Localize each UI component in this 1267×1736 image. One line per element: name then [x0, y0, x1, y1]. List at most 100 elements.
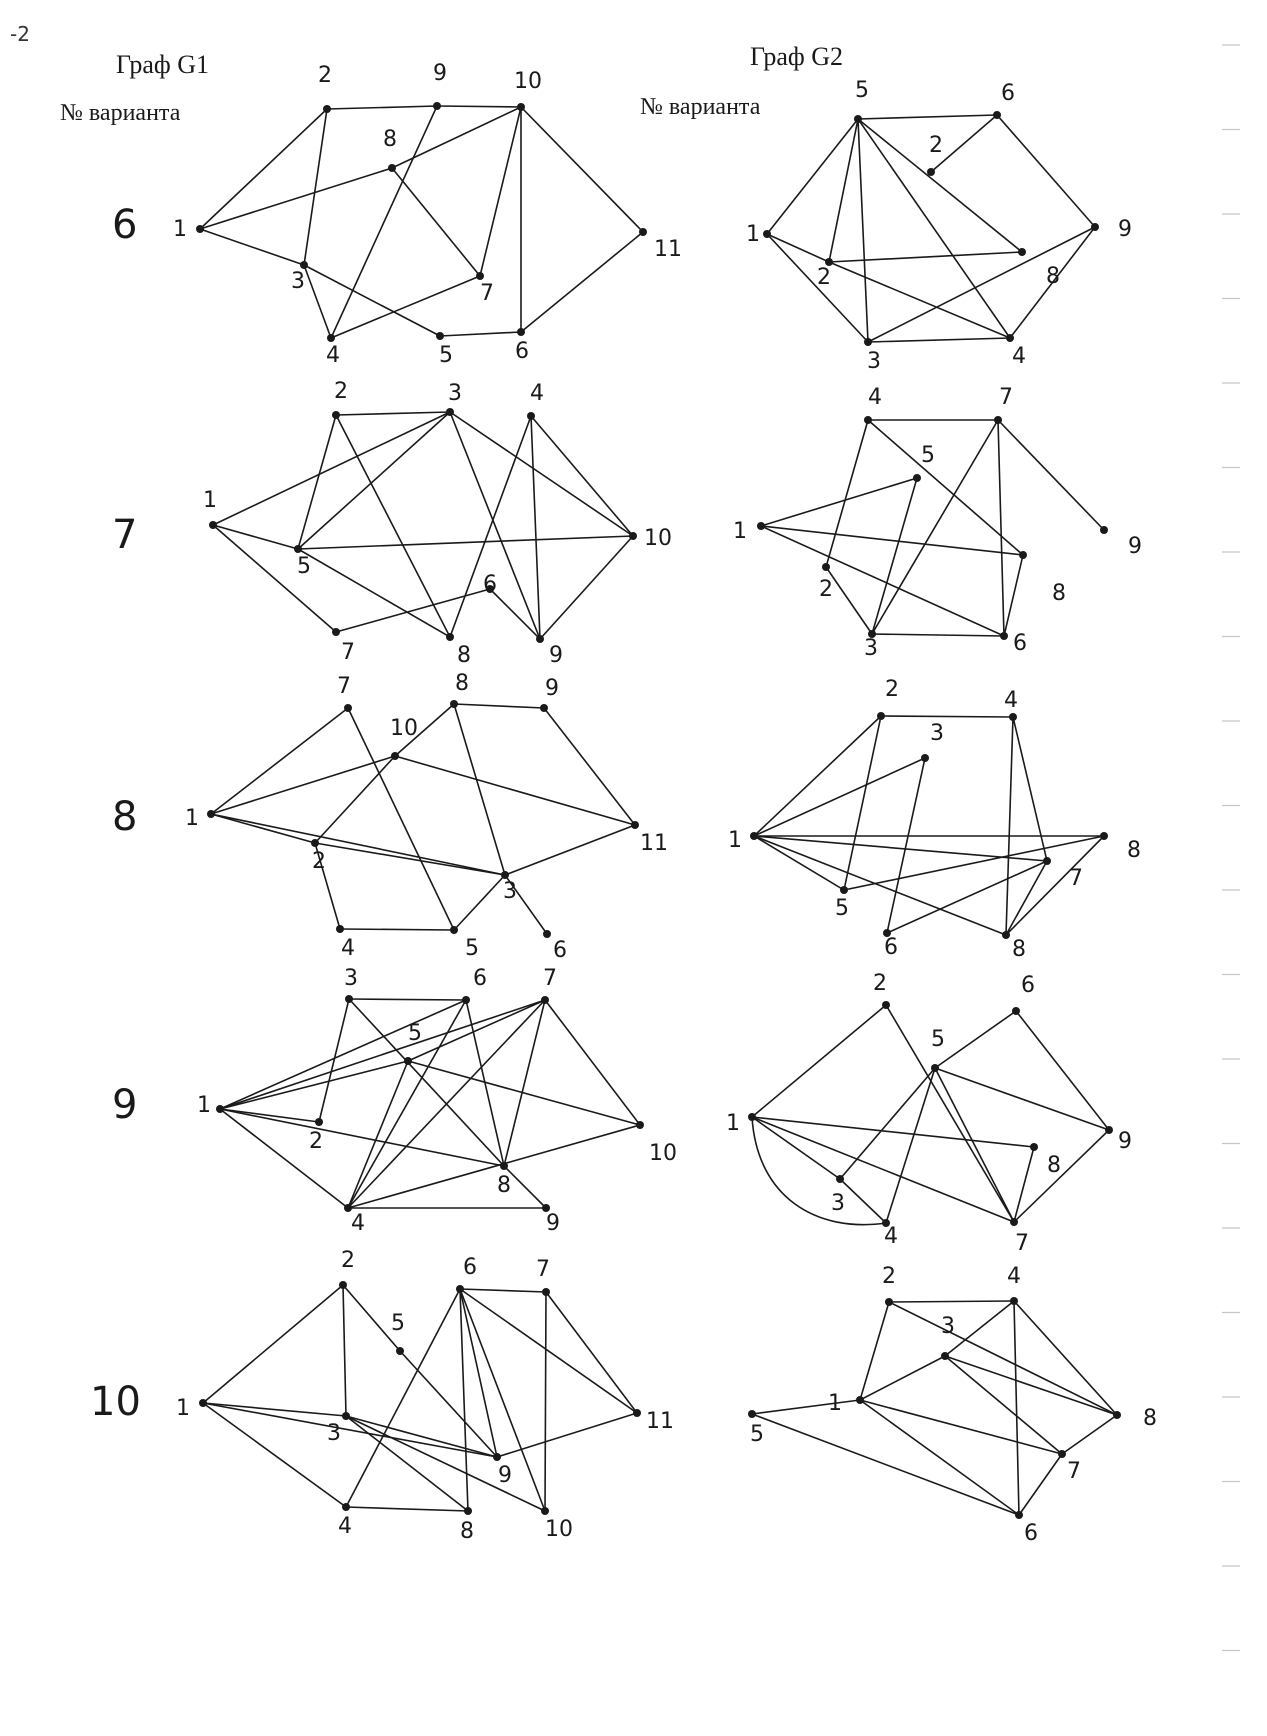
graph-edge	[219, 1108, 349, 1209]
graph-edge	[449, 411, 634, 537]
graph-vertex	[345, 995, 353, 1003]
graph-vertex	[456, 1285, 464, 1293]
graph-edge	[335, 588, 491, 633]
graph-edge	[503, 1165, 547, 1209]
vertex-label: 8	[457, 643, 471, 668]
graph-vertex	[1058, 1450, 1066, 1458]
graph-edge	[1005, 716, 1014, 936]
graph-edge	[930, 114, 998, 173]
vertex-label: 2	[817, 265, 831, 290]
graph-edge	[297, 548, 451, 638]
graph-edge	[342, 1284, 347, 1417]
variant-number: 7	[112, 512, 137, 558]
graph-vertex	[196, 225, 204, 233]
graph-vertex	[882, 1219, 890, 1227]
graph-edge	[439, 331, 522, 337]
vertex-label: 4	[868, 385, 882, 410]
vertex-label: 3	[831, 1191, 845, 1216]
vertex-label: 6	[1001, 81, 1015, 106]
graph-vertex	[864, 338, 872, 346]
graph-edge	[760, 525, 1005, 637]
graph-edge	[199, 167, 393, 230]
vertex-label: 3	[930, 721, 944, 746]
graph-vertex	[542, 1288, 550, 1296]
vertex-label: 9	[1118, 217, 1132, 242]
graph-edge	[391, 106, 522, 169]
vertex-label: 5	[931, 1027, 945, 1052]
graph-edge	[997, 419, 1105, 531]
vertex-label: 1	[197, 1093, 211, 1118]
graph-vertex	[476, 272, 484, 280]
vertex-label: 6	[884, 935, 898, 960]
graph-edge	[347, 1124, 641, 1209]
graph-edge	[1009, 226, 1096, 339]
graph-vertex	[639, 228, 647, 236]
graph-edge	[753, 835, 1007, 936]
graph-edge	[859, 1301, 890, 1401]
vertex-label: 5	[921, 443, 935, 468]
graph-vertex	[216, 1105, 224, 1113]
vertex-label: 8	[383, 127, 397, 152]
graph-edge	[459, 1288, 547, 1293]
graph-edge	[394, 703, 455, 757]
graph-edge	[857, 118, 1023, 253]
graph-edge	[1013, 1300, 1118, 1416]
vertex-label: 2	[873, 971, 887, 996]
graph-vertex	[327, 334, 335, 342]
vertex-label: 1	[726, 1111, 740, 1136]
graph-vertex	[446, 633, 454, 641]
vertex-label: 2	[929, 133, 943, 158]
vertex-label: 2	[312, 849, 326, 874]
graph-edge	[219, 999, 467, 1110]
vertex-label: 3	[448, 381, 462, 406]
graph-edge	[345, 1415, 546, 1512]
graph-edge	[303, 264, 441, 337]
graph-edge	[859, 1355, 946, 1401]
graph-edge	[828, 118, 859, 263]
graph-vertex	[300, 261, 308, 269]
graph-edge	[839, 1178, 887, 1224]
graph-edge	[530, 415, 634, 537]
graph-vertex	[446, 408, 454, 416]
graph-vertex	[396, 1347, 404, 1355]
vertex-label: 6	[1024, 1521, 1038, 1546]
graph-edge	[453, 874, 506, 931]
graph-vertex	[1019, 551, 1027, 559]
graph-edge	[857, 118, 1011, 339]
graph-edge	[326, 105, 438, 110]
graph-vertex	[486, 585, 494, 593]
vertex-label: 9	[545, 676, 559, 701]
vertex-label: 2	[318, 63, 332, 88]
graph-edge	[944, 1355, 1063, 1455]
graph-vertex	[883, 929, 891, 937]
graph-vertex	[462, 996, 470, 1004]
graph-vertex	[1000, 632, 1008, 640]
graph-edge	[449, 411, 541, 640]
vertex-label: 1	[746, 222, 760, 247]
vertex-label: 7	[1069, 866, 1083, 891]
graph-vertex	[336, 925, 344, 933]
vertex-label: 4	[1004, 688, 1018, 713]
graph-edge	[449, 415, 532, 638]
graph-edge	[210, 813, 316, 844]
vertex-label: 4	[338, 1514, 352, 1539]
vertex-label: 5	[439, 343, 453, 368]
graph-edge	[459, 1288, 638, 1414]
vertex-label: 2	[885, 677, 899, 702]
graph-edge	[1012, 716, 1048, 862]
graph-edge	[760, 477, 918, 527]
graph-vertex	[836, 1175, 844, 1183]
graph-vertex	[825, 258, 833, 266]
vertex-label: 1	[828, 1391, 842, 1416]
graph-edge	[760, 525, 1024, 556]
graph-edge	[751, 1399, 861, 1415]
graph-edge	[297, 411, 451, 550]
graph-edge	[479, 106, 522, 277]
vertex-label: 7	[543, 966, 557, 991]
graph-vertex	[323, 105, 331, 113]
graph-vertex	[404, 1057, 412, 1065]
vertex-label: 7	[1015, 1231, 1029, 1256]
graph-edge	[1015, 1010, 1110, 1131]
graph-vertex	[540, 704, 548, 712]
graph-edge	[202, 1402, 347, 1508]
